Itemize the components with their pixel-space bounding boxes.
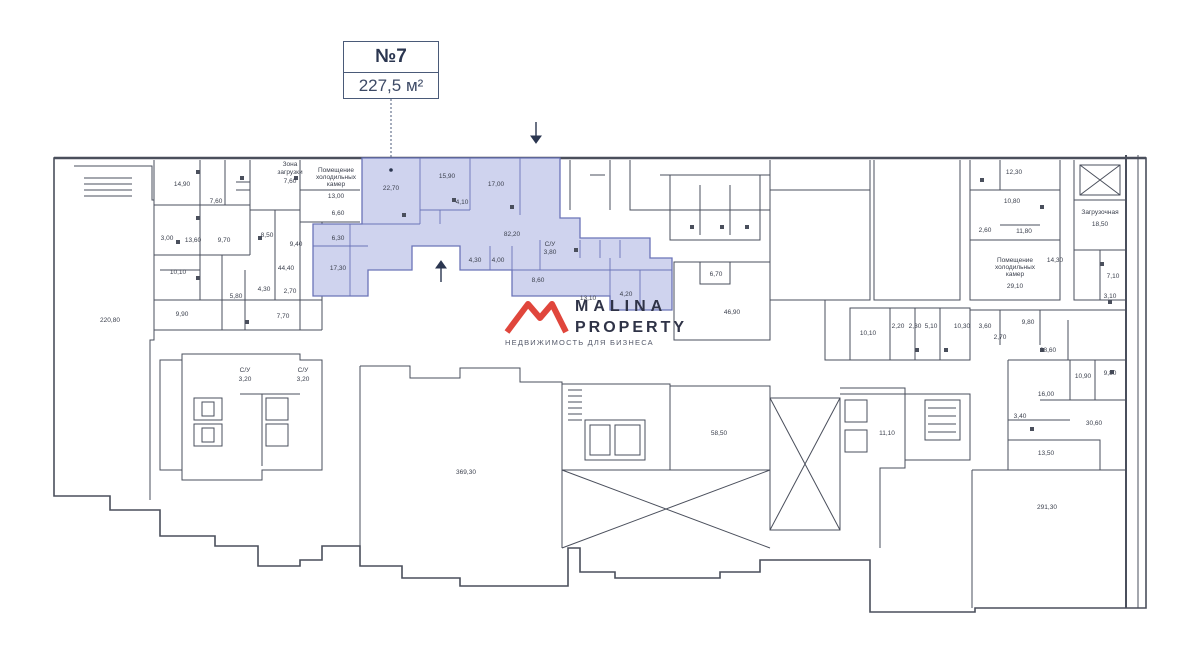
outer-wall: [53, 157, 1147, 613]
room-label: 220,80: [100, 317, 120, 324]
room-label: 6,70: [710, 271, 723, 278]
room-label: 3,10: [1104, 293, 1117, 300]
room-label: 3,60: [979, 323, 992, 330]
room-label: Загрузочная: [1081, 209, 1119, 216]
room-label: 15,90: [439, 173, 456, 180]
unit-label-box: №7 227,5 м²: [343, 41, 439, 99]
room-label: 8,60: [532, 277, 545, 284]
room-label: 10,30: [954, 323, 971, 330]
room-label: 6,30: [332, 235, 345, 242]
room-label: 13,10: [580, 295, 597, 302]
logo: MALINA PROPERTY НЕДВИЖИМОСТЬ ДЛЯ БИЗНЕСА: [505, 298, 705, 354]
room-label: 2,60: [979, 227, 992, 234]
room-label: 4,30: [258, 286, 271, 293]
room-label: 14,30: [1047, 257, 1064, 264]
room-label: 2,30: [909, 323, 922, 330]
room-label: 13,50: [1038, 450, 1055, 457]
room-label: 7,10: [1107, 273, 1120, 280]
room-label: 5,10: [925, 323, 938, 330]
room-label: 30,60: [1086, 420, 1103, 427]
room-label: Помещение: [997, 257, 1033, 264]
logo-tagline: НЕДВИЖИМОСТЬ ДЛЯ БИЗНЕСА: [505, 338, 654, 347]
room-label: 7,70: [277, 313, 290, 320]
room-label: 10,10: [170, 269, 187, 276]
room-label: 9,70: [218, 237, 231, 244]
room-label: камер: [327, 181, 346, 188]
room-label: 8,50: [261, 232, 274, 239]
room-label: 29,10: [1007, 283, 1024, 290]
unit-number: №7: [344, 42, 438, 73]
room-label: 9,40: [290, 241, 303, 248]
room-label: 10,10: [860, 330, 877, 337]
room-label: 4,10: [456, 199, 469, 206]
room-label: 58,50: [711, 430, 728, 437]
room-label: 9,90: [176, 311, 189, 318]
room-label: 3,40: [1014, 413, 1027, 420]
room-label: С/У: [240, 367, 252, 374]
room-label: С/У: [545, 241, 557, 248]
room-label: 46,90: [724, 309, 741, 316]
room-label: 17,30: [330, 265, 347, 272]
room-label: 4,20: [620, 291, 633, 298]
room-label: 2,70: [284, 288, 297, 295]
room-label: 38,60: [1040, 347, 1057, 354]
room-label: 291,30: [1037, 504, 1057, 511]
room-label: 11,80: [1016, 228, 1032, 235]
room-label: 9,80: [1104, 370, 1117, 377]
room-label: 82,20: [504, 231, 521, 238]
entry-arrow-icon: [435, 122, 542, 282]
room-label: 7,60: [210, 198, 223, 205]
logo-line-1: MALINA: [575, 298, 668, 315]
room-label: 2,20: [892, 323, 905, 330]
room-label: холодильных: [316, 174, 357, 181]
room-label: 17,00: [488, 181, 505, 188]
room-label: загрузки: [277, 169, 303, 176]
room-label: камер: [1006, 271, 1025, 278]
unit-area: 227,5 м²: [358, 76, 424, 95]
room-label: Помещение: [318, 167, 354, 174]
room-label: 13,00: [328, 193, 345, 200]
room-label: 22,70: [383, 185, 400, 192]
room-label: 16,00: [1038, 391, 1055, 398]
room-label: Зона: [283, 161, 298, 168]
room-label: 5,80: [230, 293, 243, 300]
room-label: 3,00: [161, 235, 174, 242]
logo-mark-icon: [504, 301, 569, 334]
room-label: 10,90: [1075, 373, 1092, 380]
room-label: С/У: [298, 367, 310, 374]
room-label: 9,80: [1022, 319, 1035, 326]
room-label: 369,30: [456, 469, 476, 476]
room-label: 7,60: [284, 178, 297, 185]
logo-line-2: PROPERTY: [575, 319, 688, 336]
room-label: 4,30: [469, 257, 482, 264]
room-label: 3,80: [544, 249, 557, 256]
room-label: холодильных: [995, 264, 1036, 271]
room-label: 4,00: [492, 257, 505, 264]
room-label: 44,40: [278, 265, 295, 272]
room-label: 18,50: [1092, 221, 1109, 228]
room-label: 3,20: [297, 376, 310, 383]
room-label: 6,60: [332, 210, 345, 217]
room-label: 11,10: [879, 430, 895, 437]
room-label: 13,60: [185, 237, 202, 244]
room-label: 3,20: [239, 376, 252, 383]
room-label: 12,30: [1006, 169, 1023, 176]
room-label: 10,80: [1004, 198, 1021, 205]
room-label: 2,70: [994, 334, 1007, 341]
room-label: 14,90: [174, 181, 191, 188]
